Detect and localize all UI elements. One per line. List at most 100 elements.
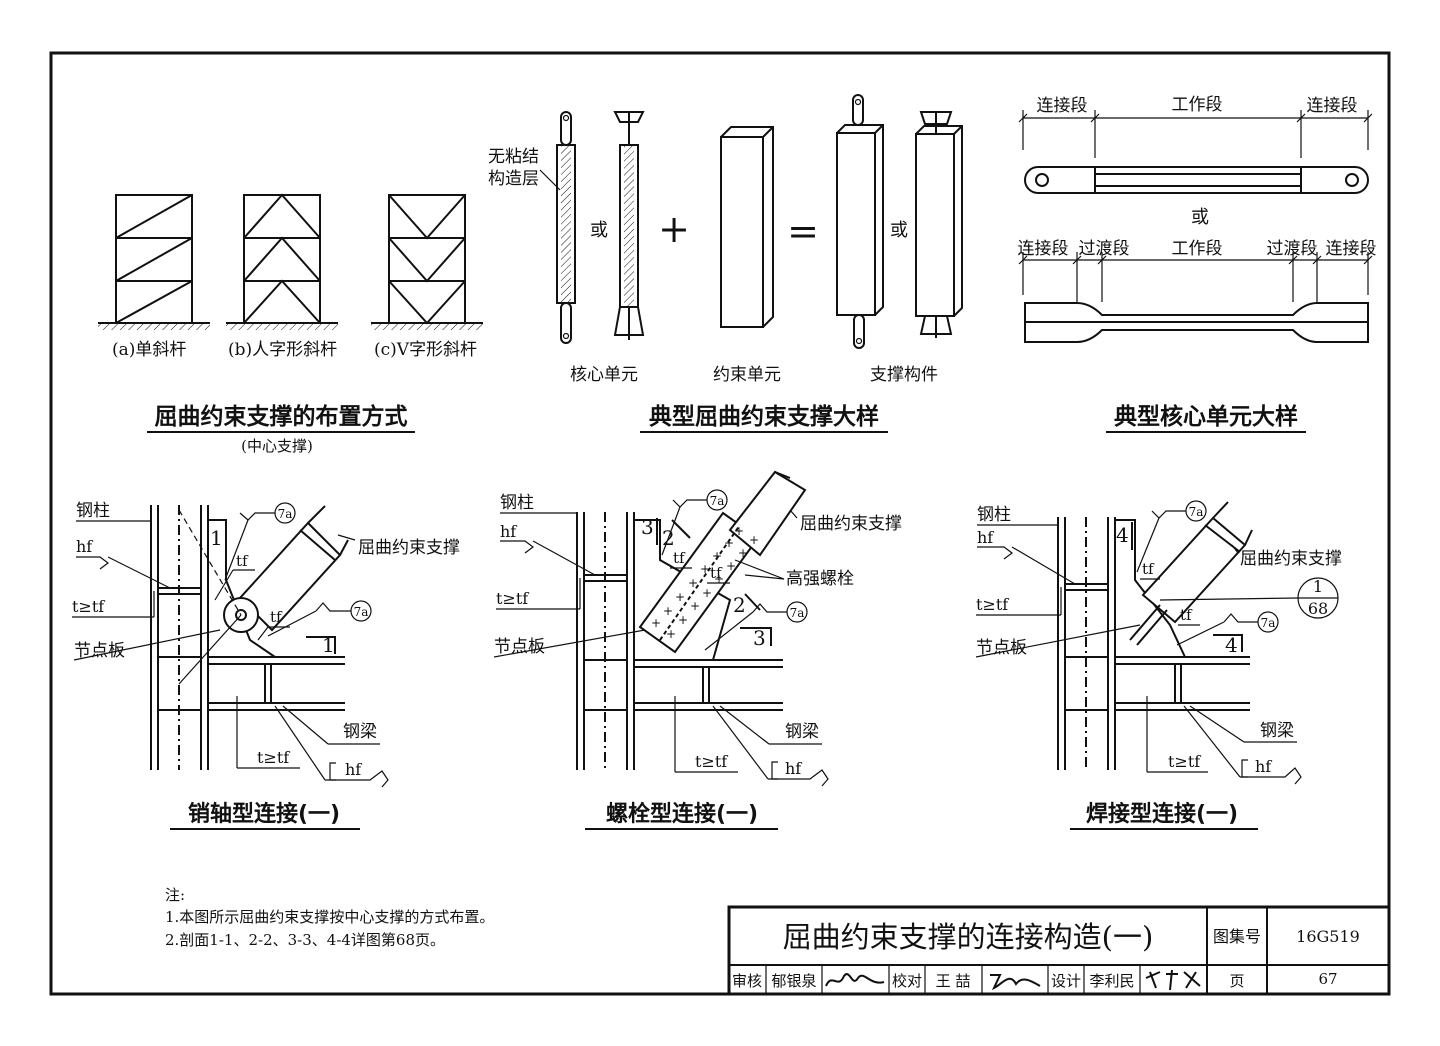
note-line-1: 1.本图所示屈曲约束支撑按中心支撑的方式布置。 <box>165 908 494 926</box>
core-unit-label: 核心单元 <box>570 365 638 385</box>
joint-weld-detail-page: 68 <box>1308 599 1328 618</box>
bottom-transition-segment-1: 过渡段 <box>1079 239 1130 259</box>
bottom-connection-segment-2: 连接段 <box>1326 239 1377 259</box>
joint-pin-t-ge: t≥tf <box>72 597 105 616</box>
joint-weld-gusset-label: 节点板 <box>976 638 1027 658</box>
joint-pin-hf: hf <box>76 537 93 556</box>
joint-weld-weld-ref2: 7a <box>1261 616 1276 630</box>
joint-pin-title: 销轴型连接(一) <box>188 801 340 827</box>
joint-weld-title: 焊接型连接(一) <box>1086 801 1238 827</box>
svg-text:+: + <box>688 576 698 590</box>
restraint-unit-label: 约束单元 <box>713 365 781 385</box>
frame-a-single-diagonal <box>115 194 193 324</box>
joint-weld-tf1: tf <box>1142 560 1155 578</box>
joint-bolt-section3-top: 3 <box>641 515 654 539</box>
joint-bolt: ++++ ++++ ++++ ++++ 钢柱 hf t≥tf 节点板 屈曲约束支… <box>493 470 902 830</box>
layout-panel: (a)单斜杆 (b)人字形斜杆 (c)V字形斜杆 屈曲约束支撑的布置方式 (中心… <box>98 193 483 455</box>
notes: 注: 1.本图所示屈曲约束支撑按中心支撑的方式布置。 2.剖面1-1、2-2、3… <box>165 886 494 949</box>
joint-weld-weld-ref1: 7a <box>1189 505 1204 519</box>
joint-pin-weld-ref2: 7a <box>354 605 369 619</box>
joint-weld-t-ge: t≥tf <box>976 595 1009 614</box>
top-working-segment: 工作段 <box>1172 95 1223 115</box>
joint-pin-column-label: 钢柱 <box>76 501 110 521</box>
joint-pin-beam-label: 钢梁 <box>343 722 377 742</box>
joint-bolt-section3-bottom: 3 <box>753 626 766 650</box>
bottom-working-segment: 工作段 <box>1172 239 1223 259</box>
checker-signature <box>990 974 1041 991</box>
core-or-label: 或 <box>1191 207 1209 228</box>
joint-pin: 钢柱 hf t≥tf 节点板 屈曲约束支撑 钢梁 tf tf 7a 7a 1 1… <box>72 501 460 830</box>
joint-pin-t-ge-2: t≥tf <box>257 748 290 767</box>
joint-bolt-gusset-label: 节点板 <box>494 637 545 657</box>
core-plate-with-holes <box>1024 166 1369 194</box>
unbonded-layer-label-2: 构造层 <box>488 169 539 189</box>
svg-text:+: + <box>702 586 712 600</box>
brace-member-label: 支撑构件 <box>870 365 938 385</box>
joint-weld-tf2: tf <box>1180 606 1193 624</box>
svg-text:+: + <box>738 546 748 560</box>
joint-weld-detail-number: 1 <box>1313 577 1323 596</box>
page-number: 67 <box>1318 970 1337 988</box>
joint-weld-beam-label: 钢梁 <box>1260 721 1294 741</box>
joint-pin-brace-label: 屈曲约束支撑 <box>358 538 460 558</box>
bottom-transition-segment-2: 过渡段 <box>1267 239 1318 259</box>
joint-bolt-tf1: tf <box>673 549 686 567</box>
joint-bolt-brace-label: 屈曲约束支撑 <box>800 514 902 534</box>
svg-text:+: + <box>726 559 736 573</box>
brace-member-plate <box>836 94 884 349</box>
joint-weld: 钢柱 hf t≥tf 节点板 屈曲约束支撑 钢梁 tf tf 7a 7a 1 6… <box>975 500 1342 830</box>
joint-weld-column-label: 钢柱 <box>977 505 1011 525</box>
reviewer-signature <box>825 973 885 987</box>
designer-name: 李利民 <box>1089 972 1134 990</box>
restraint-unit-tube <box>720 126 774 328</box>
svg-text:+: + <box>734 524 744 538</box>
joint-bolt-beam-label: 钢梁 <box>785 722 819 742</box>
joint-pin-weld-ref1: 7a <box>278 507 293 521</box>
svg-text:+: + <box>651 616 661 630</box>
joint-weld-t-ge-2: t≥tf <box>1168 752 1201 771</box>
joint-weld-brace-label: 屈曲约束支撑 <box>1240 549 1342 569</box>
reviewer-name: 郁银泉 <box>771 972 816 990</box>
brace-member-cruciform <box>915 111 963 338</box>
top-connection-segment-right: 连接段 <box>1307 96 1358 116</box>
sheet-border <box>49 51 1391 996</box>
svg-text:+: + <box>663 604 673 618</box>
joint-bolt-t-ge: t≥tf <box>496 589 529 608</box>
layout-panel-subtitle: (中心支撑) <box>241 437 313 455</box>
svg-text:+: + <box>714 572 724 586</box>
ground-c <box>371 323 483 330</box>
joint-bolt-title: 螺栓型连接(一) <box>606 801 758 827</box>
review-label: 审核 <box>732 972 762 990</box>
ground-a <box>98 323 210 330</box>
frame-c-v-shape <box>388 194 466 325</box>
or-label-1: 或 <box>590 220 608 241</box>
page-label: 页 <box>1229 972 1244 990</box>
joint-pin-brace <box>223 505 349 633</box>
joint-weld-section4-bottom: 4 <box>1225 633 1238 657</box>
joint-bolt-tf2: tf <box>710 564 723 582</box>
design-label: 设计 <box>1051 972 1081 990</box>
unbonded-layer-label-1: 无粘结 <box>488 147 539 167</box>
svg-text:+: + <box>700 562 710 576</box>
joint-pin-gusset-label: 节点板 <box>74 641 125 661</box>
svg-text:+: + <box>678 613 688 627</box>
svg-text:+: + <box>724 536 734 550</box>
joint-bolt-column-label: 钢柱 <box>500 493 534 513</box>
label-frame-a: (a)单斜杆 <box>112 340 186 360</box>
svg-text:+: + <box>675 590 685 604</box>
joint-pin-section1-bottom: 1 <box>322 633 335 657</box>
or-label-2: 或 <box>890 220 908 241</box>
svg-text:+: + <box>712 549 722 563</box>
bottom-connection-segment-1: 连接段 <box>1018 239 1069 259</box>
drawing-title: 屈曲约束支撑的连接构造(一) <box>783 920 1154 954</box>
title-block: 屈曲约束支撑的连接构造(一) 图集号 16G519 审核 郁银泉 校对 王 喆 … <box>727 905 1391 996</box>
joint-bolt-weld-ref1: 7a <box>710 494 725 508</box>
joint-bolt-t-ge-2: t≥tf <box>695 752 728 771</box>
joint-pin-tf2: tf <box>270 608 283 626</box>
joint-bolt-bolts: ++++ ++++ ++++ ++++ <box>651 524 759 641</box>
joint-weld-section4-top: 4 <box>1116 523 1129 547</box>
top-connection-segment-left: 连接段 <box>1037 96 1088 116</box>
label-frame-b: (b)人字形斜杆 <box>228 340 337 360</box>
svg-text:+: + <box>666 627 676 641</box>
joint-bolt-hf: hf <box>500 522 517 541</box>
